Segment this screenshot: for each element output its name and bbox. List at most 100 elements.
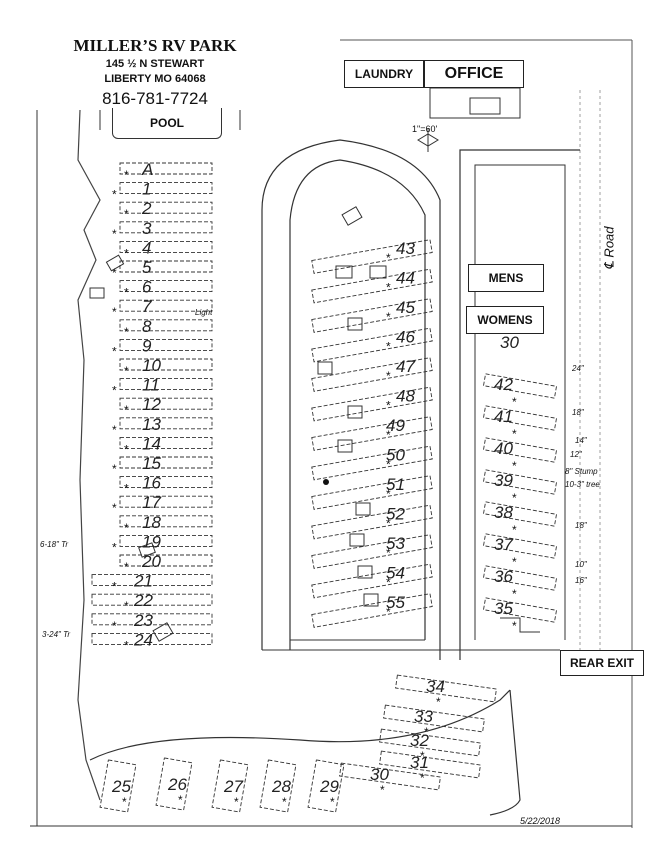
- site-label-2: 2: [141, 199, 152, 218]
- site-pad-37: [482, 533, 558, 559]
- park-name: MILLER’S RV PARK: [73, 36, 237, 55]
- site-marker-22: *: [124, 599, 129, 613]
- site-pad-44: [311, 268, 433, 304]
- site-marker-37: *: [512, 555, 517, 569]
- site-label-9: 9: [142, 336, 152, 355]
- site-pad-3: [119, 221, 213, 234]
- site-label-3: 3: [142, 219, 152, 238]
- site-marker-14: *: [124, 442, 129, 456]
- site-pad-10: [119, 358, 213, 371]
- site-marker-16: *: [124, 482, 129, 496]
- site-pad-21: [91, 574, 213, 587]
- site-marker-13: *: [112, 423, 117, 437]
- site-label-17: 17: [142, 493, 161, 512]
- site-marker-47: *: [386, 369, 391, 383]
- site-label-10: 10: [142, 356, 161, 375]
- site-pad-11: [119, 378, 213, 391]
- site-pad-38: [482, 501, 558, 527]
- site-label-22: 22: [133, 591, 153, 610]
- site-marker-4: *: [124, 246, 129, 260]
- site-marker-9: *: [112, 344, 117, 358]
- site-pad-40: [482, 437, 558, 463]
- site-pad-6: [119, 280, 213, 293]
- site-pad-31: [379, 750, 481, 779]
- site-label-35: 35: [494, 599, 513, 618]
- site-pad-17: [119, 495, 213, 508]
- site-pad-12: [119, 397, 213, 410]
- site-label-50: 50: [386, 446, 405, 465]
- site-pad-55: [311, 593, 433, 628]
- tree-14: 14": [575, 436, 587, 445]
- site-marker-53: *: [386, 546, 391, 560]
- rear-exit: REAR EXIT: [560, 650, 644, 676]
- site-marker-45: *: [386, 310, 391, 324]
- site-pad-14: [119, 436, 213, 449]
- site-marker-28: *: [282, 795, 287, 809]
- light-label: Light: [195, 308, 213, 317]
- mens-restroom: MENS: [468, 264, 544, 292]
- site-pad-25: [99, 759, 137, 813]
- address-line-2: LIBERTY MO 64068: [104, 73, 206, 85]
- site-marker-6: *: [124, 286, 129, 300]
- site-pad-2: [119, 201, 213, 214]
- site-pad-29: [307, 759, 345, 813]
- site-pad-4: [119, 240, 213, 253]
- site-label-11: 11: [142, 376, 160, 395]
- site-pad-8: [119, 319, 213, 332]
- site-marker-31: *: [420, 771, 425, 785]
- site-label-29: 29: [319, 777, 339, 796]
- site-label-18: 18: [142, 513, 161, 532]
- site-pad-35: [482, 597, 558, 623]
- site-marker-38: *: [512, 523, 517, 537]
- site-label-28: 28: [271, 777, 291, 796]
- site-label-45: 45: [396, 298, 415, 317]
- tree-18b: 18": [575, 521, 587, 530]
- site-label-44: 44: [396, 269, 415, 288]
- site-label-20: 20: [141, 552, 161, 571]
- site-pad-46: [311, 327, 433, 363]
- site-label-26: 26: [167, 775, 187, 794]
- site-marker-A: *: [124, 168, 129, 182]
- site-label-32: 32: [410, 731, 429, 750]
- site-pad-54: [311, 563, 433, 599]
- site-marker-19: *: [112, 540, 117, 554]
- site-marker-35: *: [512, 619, 517, 633]
- site-pad-24: [91, 632, 213, 645]
- site-label-16: 16: [142, 474, 161, 493]
- site-pad-15: [119, 456, 213, 469]
- site-pad-26: [155, 757, 193, 811]
- site-label-49: 49: [386, 416, 405, 435]
- pool-area: POOL: [112, 108, 222, 139]
- site-pad-42: [482, 373, 558, 399]
- site-marker-15: *: [112, 462, 117, 476]
- scale-label: 1"=60': [412, 124, 438, 134]
- site-marker-8: *: [124, 325, 129, 339]
- site-pad-16: [119, 476, 213, 489]
- tree-note-2: 3-24" Tr: [42, 630, 71, 639]
- site-marker-10: *: [124, 364, 129, 378]
- site-marker-29: *: [330, 795, 335, 809]
- site-label-1: 1: [142, 180, 151, 199]
- site-label-25: 25: [111, 777, 131, 796]
- site-pad-27: [211, 759, 249, 813]
- site-label-21: 21: [133, 572, 153, 591]
- site-label-53: 53: [386, 534, 405, 553]
- site-label-52: 52: [386, 505, 405, 524]
- site-pad-48: [311, 386, 433, 422]
- address-line-1: 145 ½ N STEWART: [105, 58, 205, 70]
- site-marker-52: *: [386, 517, 391, 531]
- tree-18a: 18": [572, 408, 584, 417]
- site-marker-51: *: [386, 487, 391, 501]
- site-label-41: 41: [494, 407, 513, 426]
- site-marker-25: *: [122, 795, 127, 809]
- site-label-7: 7: [142, 297, 152, 316]
- site-label-6: 6: [142, 278, 152, 297]
- site-pad-39: [482, 469, 558, 495]
- site-label-42: 42: [494, 375, 513, 394]
- site-marker-11: *: [112, 384, 117, 398]
- site-marker-39: *: [512, 491, 517, 505]
- site-pad-52: [311, 504, 433, 540]
- site-pad-28: [259, 759, 297, 813]
- site-marker-33: *: [424, 725, 429, 739]
